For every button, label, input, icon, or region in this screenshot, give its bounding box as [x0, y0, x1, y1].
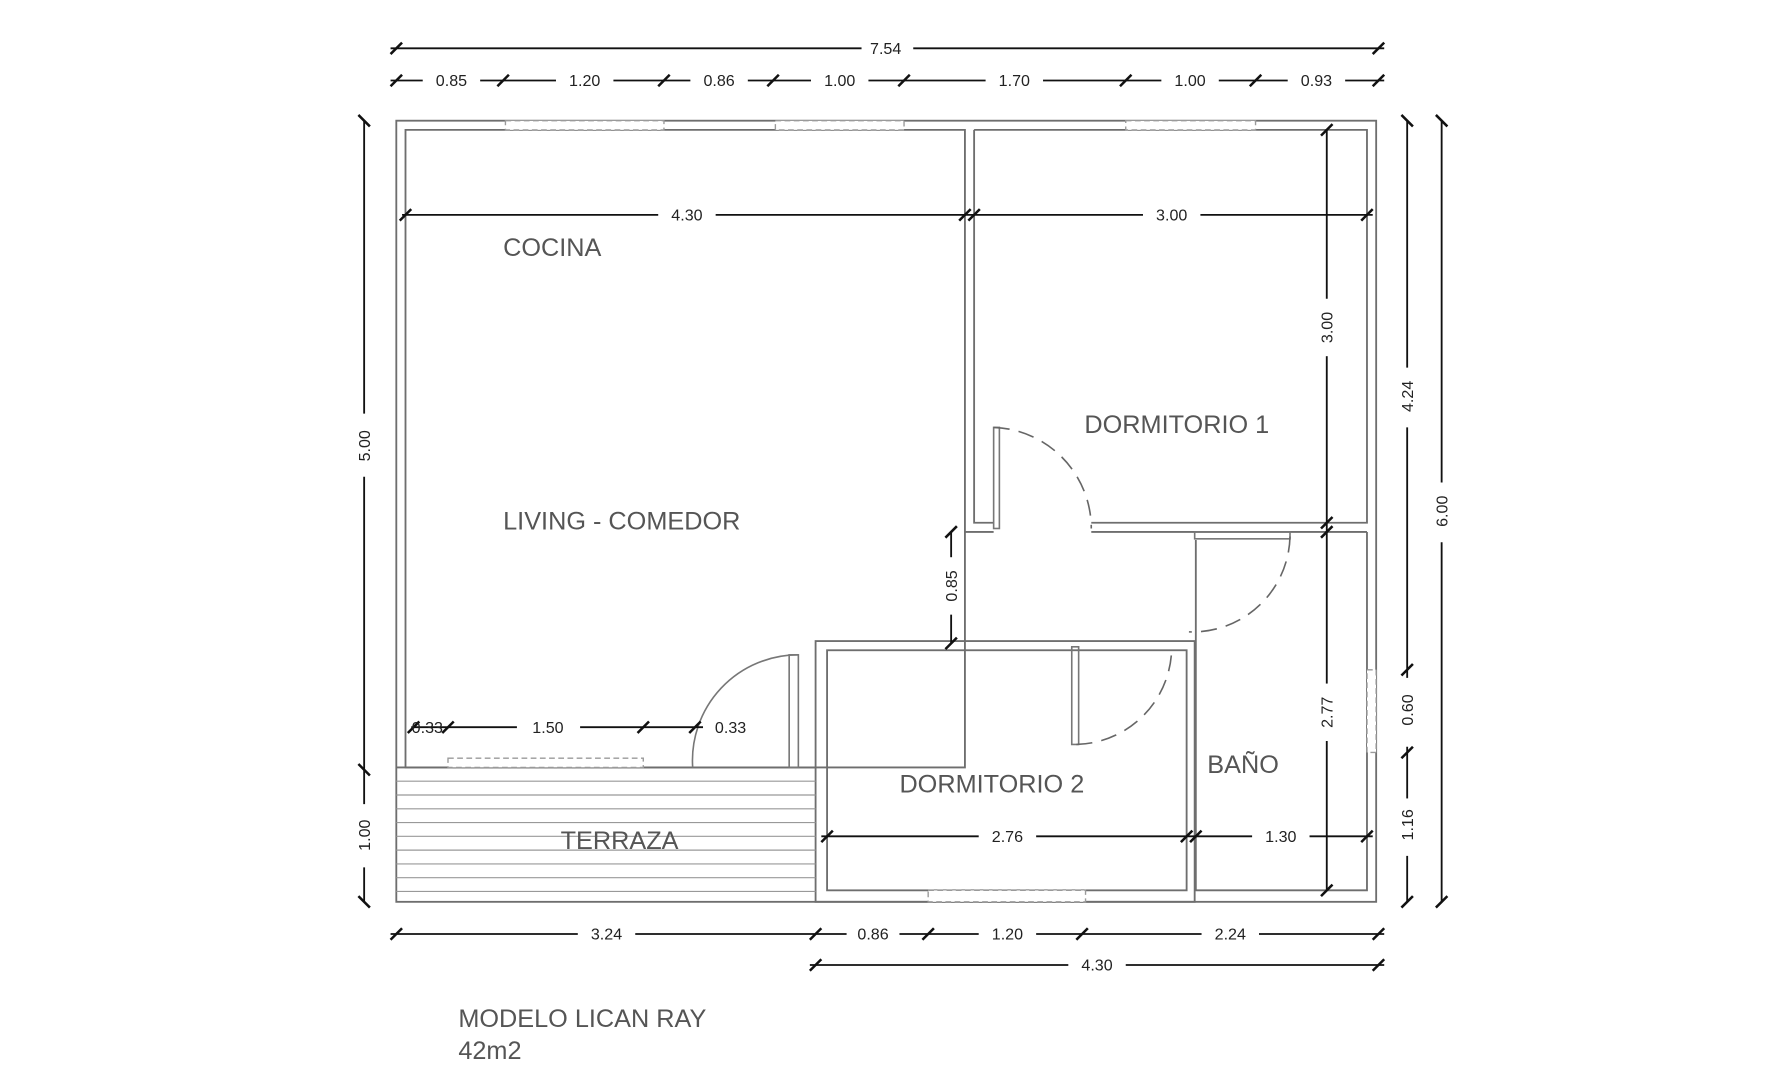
dimension-top-segments: 0.85 1.20 0.86 1.00 1.70 1.00 0.93 — [389, 69, 1386, 92]
room-label-terraza: TERRAZA — [561, 827, 679, 855]
room-label-dorm2: DORMITORIO 2 — [899, 771, 1084, 799]
svg-text:1.00: 1.00 — [1174, 72, 1205, 90]
svg-text:4.30: 4.30 — [671, 207, 702, 225]
svg-text:0.86: 0.86 — [857, 926, 888, 944]
svg-text:7.54: 7.54 — [870, 40, 901, 58]
svg-text:2.24: 2.24 — [1215, 926, 1246, 944]
svg-text:3.00: 3.00 — [1319, 312, 1337, 343]
svg-text:4.30: 4.30 — [1081, 957, 1112, 975]
svg-text:4.24: 4.24 — [1399, 381, 1417, 412]
dimension-room-widths: 4.30 3.00 — [398, 203, 1374, 227]
svg-text:1.00: 1.00 — [356, 819, 374, 850]
terrace-decking — [396, 780, 816, 893]
svg-text:1.70: 1.70 — [999, 72, 1030, 90]
dimension-dorm2-bano-width: 2.76 1.30 — [820, 824, 1374, 848]
svg-text:0.85: 0.85 — [943, 570, 961, 601]
svg-text:1.00: 1.00 — [824, 72, 855, 90]
svg-text:0.33: 0.33 — [715, 719, 746, 737]
room-label-living: LIVING - COMEDOR — [503, 508, 740, 536]
model-title: MODELO LICAN RAY — [458, 1005, 706, 1033]
room-label-cocina: COCINA — [503, 234, 601, 262]
svg-text:6.00: 6.00 — [1433, 496, 1451, 527]
svg-text:0.93: 0.93 — [1301, 72, 1332, 90]
dimension-dorm1-depth: 3.00 2.77 — [1315, 123, 1339, 897]
dimension-top-total: 7.54 — [389, 40, 1386, 58]
svg-text:0.33: 0.33 — [412, 719, 443, 737]
dimension-right: 4.24 0.60 1.16 6.00 — [1399, 114, 1451, 909]
svg-text:1.16: 1.16 — [1399, 809, 1417, 840]
svg-text:0.60: 0.60 — [1399, 694, 1417, 725]
room-label-dorm1: DORMITORIO 1 — [1084, 411, 1269, 439]
svg-text:0.86: 0.86 — [703, 72, 734, 90]
svg-text:1.20: 1.20 — [992, 926, 1023, 944]
svg-text:5.00: 5.00 — [356, 430, 374, 461]
svg-text:0.85: 0.85 — [436, 72, 467, 90]
svg-text:1.20: 1.20 — [569, 72, 600, 90]
dimension-living-bottom: 0.33 1.50 0.33 — [406, 719, 746, 737]
model-area: 42m2 — [458, 1037, 521, 1065]
svg-text:2.77: 2.77 — [1319, 697, 1337, 728]
svg-text:3.00: 3.00 — [1156, 207, 1187, 225]
svg-text:1.50: 1.50 — [532, 719, 563, 737]
dimension-hall: 0.85 — [943, 525, 961, 651]
svg-text:3.24: 3.24 — [591, 926, 622, 944]
room-label-bano: BAÑO — [1207, 750, 1279, 779]
svg-text:1.30: 1.30 — [1265, 828, 1296, 846]
doors — [691, 426, 1291, 769]
dimension-bottom: 3.24 0.86 1.20 2.24 4.30 — [389, 922, 1386, 975]
windows — [447, 120, 1377, 903]
svg-text:2.76: 2.76 — [992, 828, 1023, 846]
dimension-left: 5.00 1.00 — [356, 114, 374, 909]
